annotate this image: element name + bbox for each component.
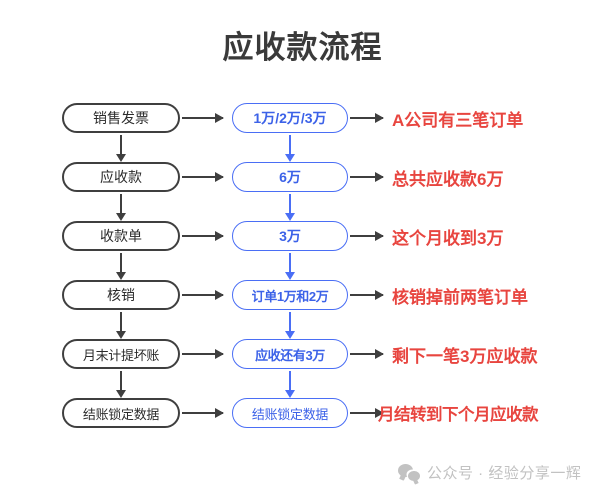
connector-down-left [116,253,126,280]
annotation-text: 核销掉前两笔订单 [392,287,528,307]
value-node-close-lock[interactable]: 结账锁定数据 [232,398,348,428]
arrow-step-to-value [182,349,224,359]
page-title: 应收款流程 [222,30,383,65]
value-node-total[interactable]: 6万 [232,162,348,192]
connector-down-mid [285,371,295,398]
annotation-text: 这个月收到3万 [392,228,504,248]
connector-down-mid [285,253,295,280]
annotation-text: 总共应收款6万 [392,169,504,189]
value-node-writeoff-orders[interactable]: 订单1万和2万 [232,280,348,310]
footer-watermark: 公众号 · 经验分享一辉 [398,462,581,483]
arrow-value-to-note [350,231,384,241]
arrow-value-to-note [350,349,384,359]
flow-row: 月末计提坏账 应收还有3万 剩下一笔3万应收款 [0,339,605,371]
arrow-value-to-note [350,172,384,182]
flow-row: 销售发票 1万/2万/3万 A公司有三笔订单 [0,103,605,135]
wechat-icon [398,464,420,481]
step-node-close-lock[interactable]: 结账锁定数据 [62,398,180,428]
flowchart: 销售发票 1万/2万/3万 A公司有三笔订单 应收款 6万 总共应收款6万 收款… [0,103,605,443]
annotation-text: A公司有三笔订单 [392,110,524,130]
connector-down-mid [285,194,295,221]
flow-row: 结账锁定数据 结账锁定数据 月结转到下个月应收款 [0,398,605,430]
value-node-received[interactable]: 3万 [232,221,348,251]
arrow-step-to-value [182,231,224,241]
footer-text: 公众号 · 经验分享一辉 [427,465,582,482]
arrow-step-to-value [182,172,224,182]
flow-row: 核销 订单1万和2万 核销掉前两笔订单 [0,280,605,312]
arrow-value-to-note [350,113,384,123]
step-node-receipt[interactable]: 收款单 [62,221,180,251]
flow-row: 收款单 3万 这个月收到3万 [0,221,605,253]
connector-down-left [116,312,126,339]
step-node-receivable[interactable]: 应收款 [62,162,180,192]
arrow-step-to-value [182,290,224,300]
connector-down-left [116,135,126,162]
step-node-bad-debt[interactable]: 月末计提坏账 [62,339,180,369]
connector-down-left [116,371,126,398]
arrow-value-to-note [350,408,384,418]
connector-down-left [116,194,126,221]
annotation-text: 月结转到下个月应收款 [378,406,539,424]
step-node-writeoff[interactable]: 核销 [62,280,180,310]
connector-down-mid [285,135,295,162]
arrow-step-to-value [182,408,224,418]
step-node-sales-invoice[interactable]: 销售发票 [62,103,180,133]
value-node-remaining[interactable]: 应收还有3万 [232,339,348,369]
connector-down-mid [285,312,295,339]
arrow-step-to-value [182,113,224,123]
value-node-amounts[interactable]: 1万/2万/3万 [232,103,348,133]
arrow-value-to-note [350,290,384,300]
flow-row: 应收款 6万 总共应收款6万 [0,162,605,194]
annotation-text: 剩下一笔3万应收款 [392,346,538,366]
